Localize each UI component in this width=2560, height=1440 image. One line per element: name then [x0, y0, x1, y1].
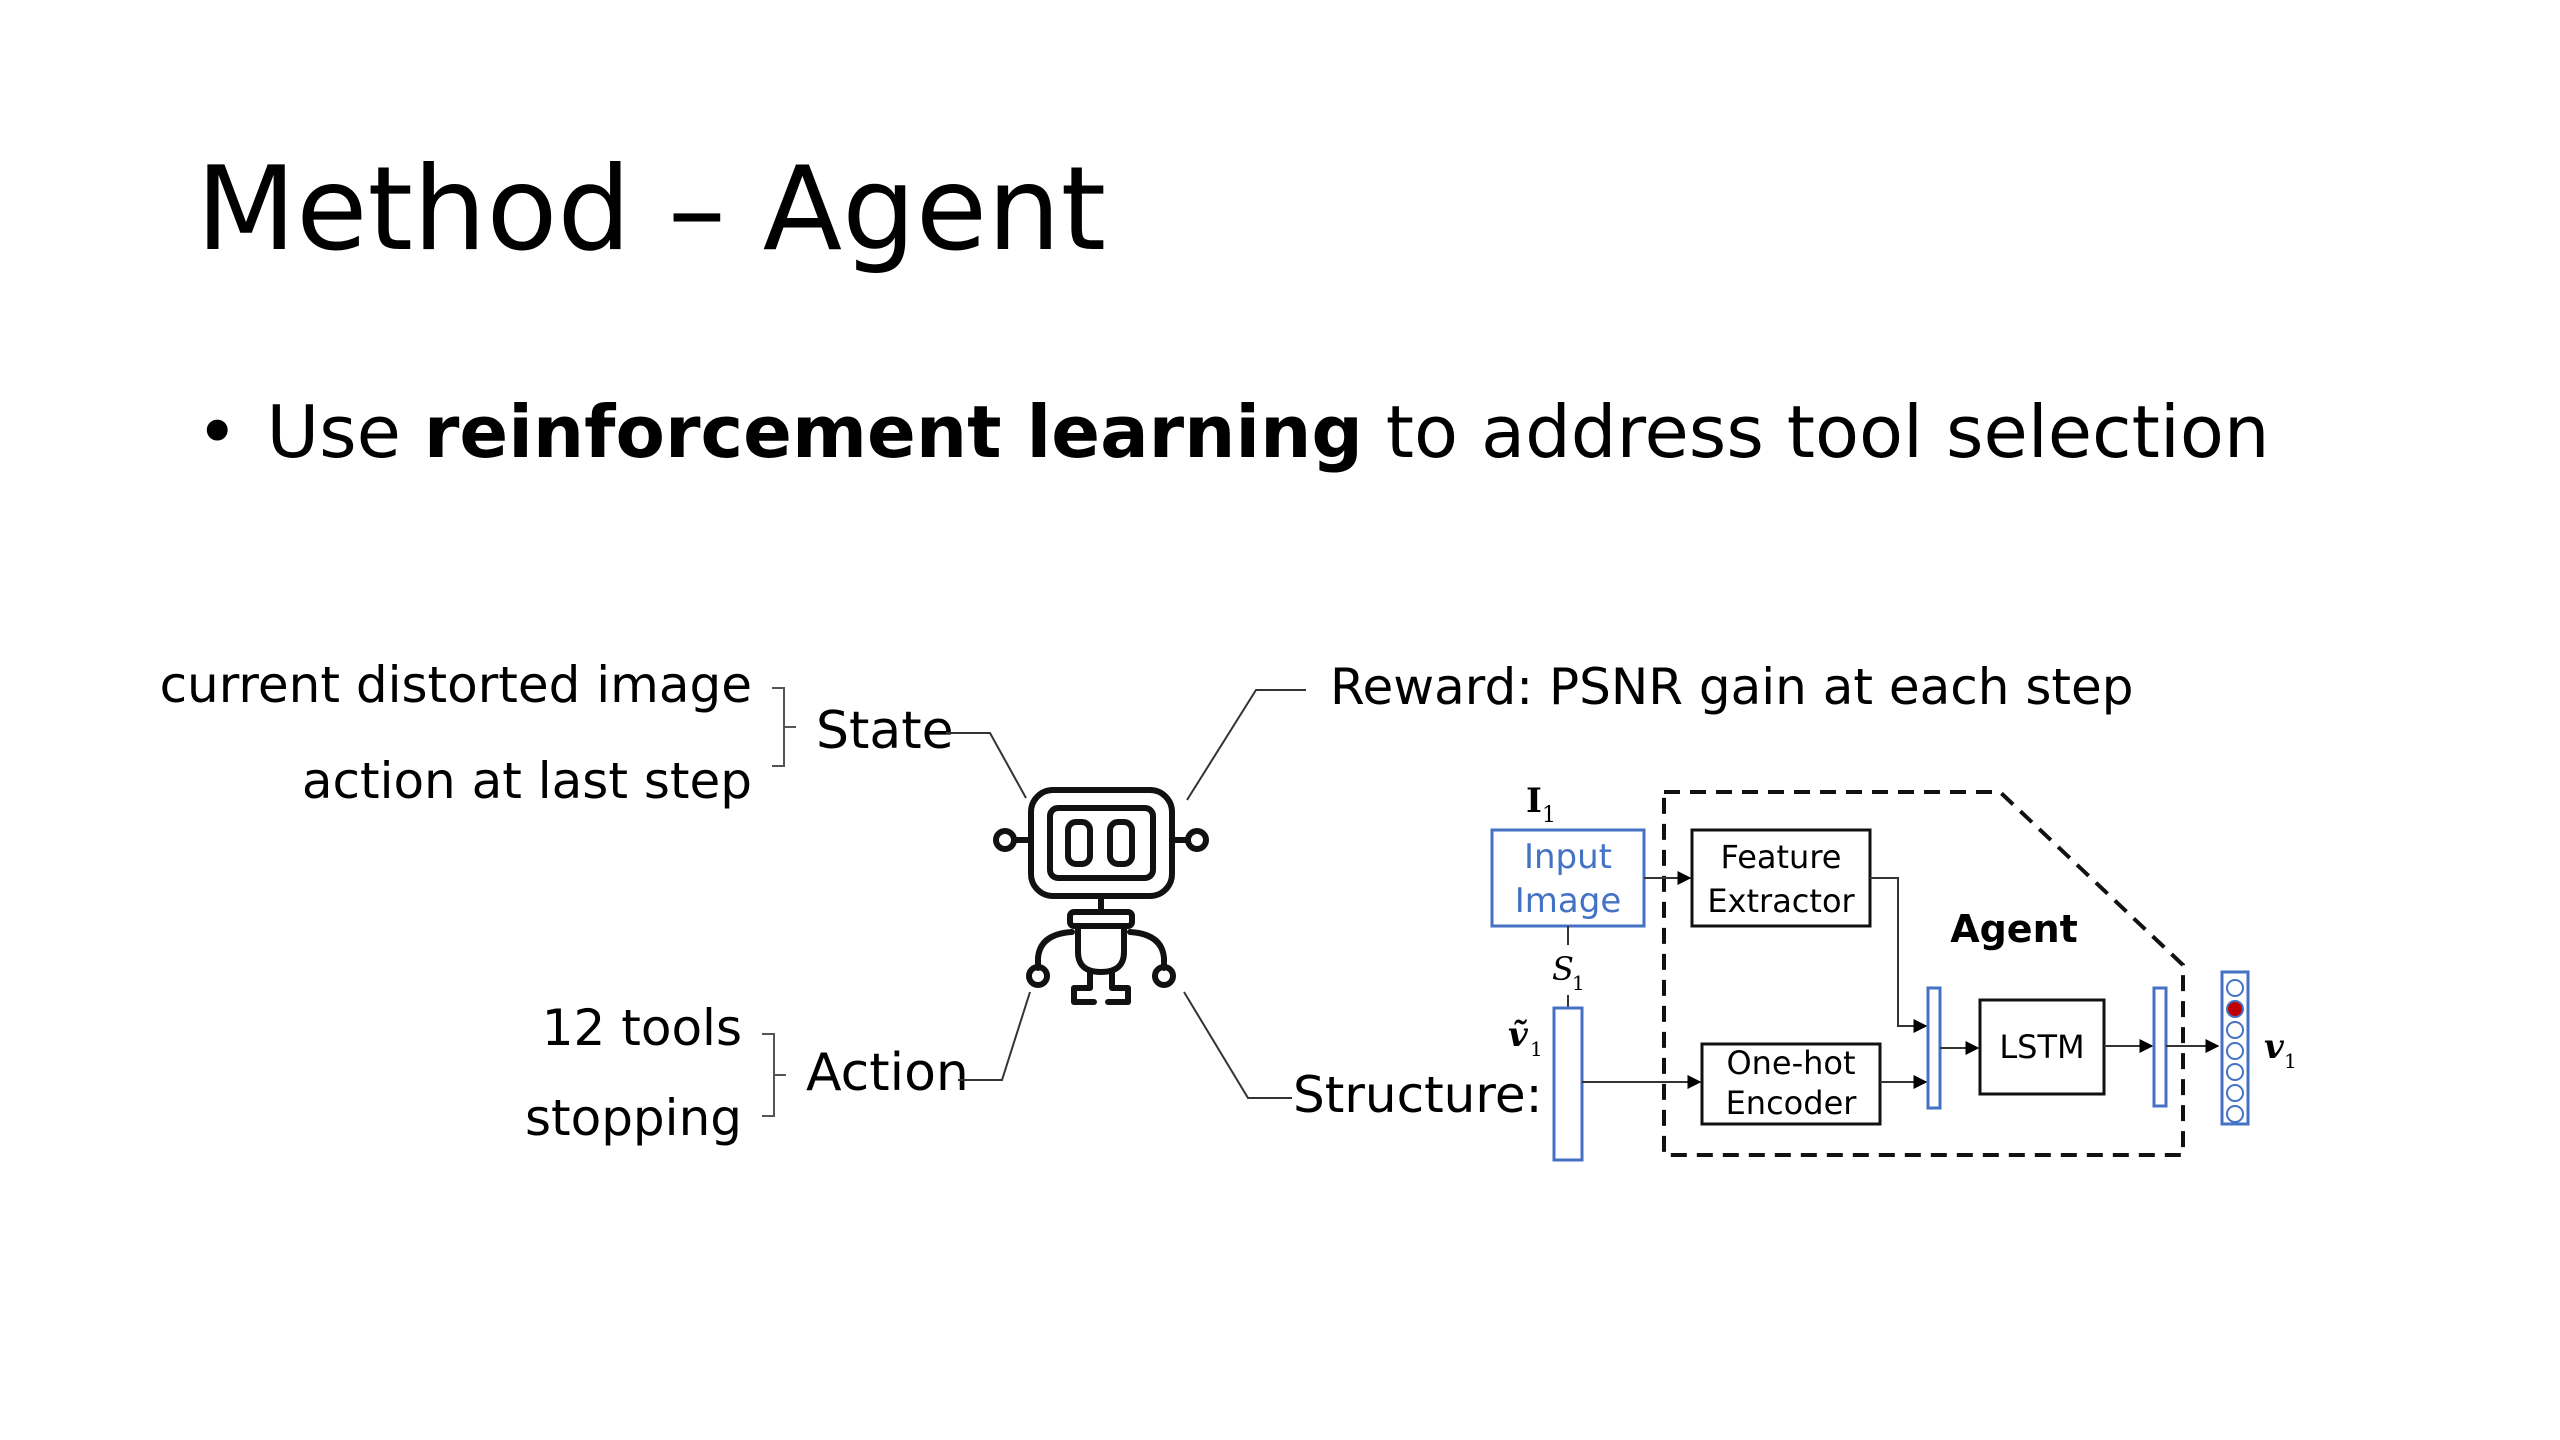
state-connector — [946, 732, 1027, 799]
onehot-encoder-box — [1700, 1042, 1882, 1126]
vtilde-vector — [1552, 1006, 1584, 1162]
robot-icon — [993, 787, 1209, 1005]
output-node-selected — [2226, 1000, 2244, 1018]
feature-extractor-label-0: Feature — [1721, 838, 1842, 876]
bullet-emphasis: reinforcement learning — [423, 390, 1363, 474]
input-image-label-0: Input — [1524, 837, 1612, 877]
output-node — [2226, 1042, 2244, 1060]
action-label: Action — [806, 1043, 969, 1103]
reward-connector — [1186, 689, 1306, 801]
output-vector — [2220, 970, 2250, 1126]
lstm-label: LSTM — [1999, 1028, 2084, 1066]
reward-label: Reward: PSNR gain at each step — [1330, 658, 2134, 716]
bullet-suffix: to address tool selection — [1362, 390, 2270, 474]
vtilde-subscript: 1 — [1530, 1037, 1543, 1061]
bullet-dot: • — [196, 390, 239, 474]
output-node — [2226, 1105, 2244, 1123]
structure-connector — [1183, 991, 1292, 1099]
output-symbol: v — [2264, 1027, 2285, 1067]
slide-title: Method – Agent — [196, 142, 1107, 277]
output-node — [2226, 979, 2244, 997]
action-brace — [762, 1033, 786, 1117]
output-node — [2226, 1063, 2244, 1081]
state-subscript: 1 — [1572, 971, 1585, 995]
state-item-1: action at last step — [302, 752, 752, 810]
output-node — [2226, 1021, 2244, 1039]
state-item-0: current distorted image — [160, 656, 752, 714]
onehot-encoder-label-0: One-hot — [1726, 1044, 1855, 1082]
agent-label: Agent — [1950, 907, 2078, 951]
structure-label: Structure: — [1293, 1066, 1542, 1124]
concat-vector — [1926, 986, 1942, 1110]
action-item-1: stopping — [525, 1089, 742, 1147]
state-label: State — [816, 701, 954, 761]
action-connector — [958, 991, 1031, 1081]
state-brace — [772, 687, 796, 767]
input-image-label-1: Image — [1515, 881, 1621, 921]
state-symbol: S — [1552, 950, 1574, 988]
bullet-point: • Use reinforcement learning to address t… — [196, 382, 2270, 482]
feature-extractor-label-1: Extractor — [1707, 882, 1855, 920]
bullet-prefix: Use — [266, 390, 424, 474]
action-item-0: 12 tools — [542, 999, 742, 1057]
input-subscript: 1 — [1542, 803, 1556, 828]
output-node — [2226, 1084, 2244, 1102]
vtilde-symbol: ṽ — [1508, 1015, 1529, 1055]
output-subscript: 1 — [2284, 1049, 2297, 1073]
input-symbol: I — [1526, 781, 1542, 821]
hidden-vector — [2152, 986, 2168, 1108]
agent-boundary — [1662, 790, 2185, 1157]
onehot-encoder-label-1: Encoder — [1726, 1084, 1858, 1122]
output-nodes — [2226, 979, 2244, 1123]
